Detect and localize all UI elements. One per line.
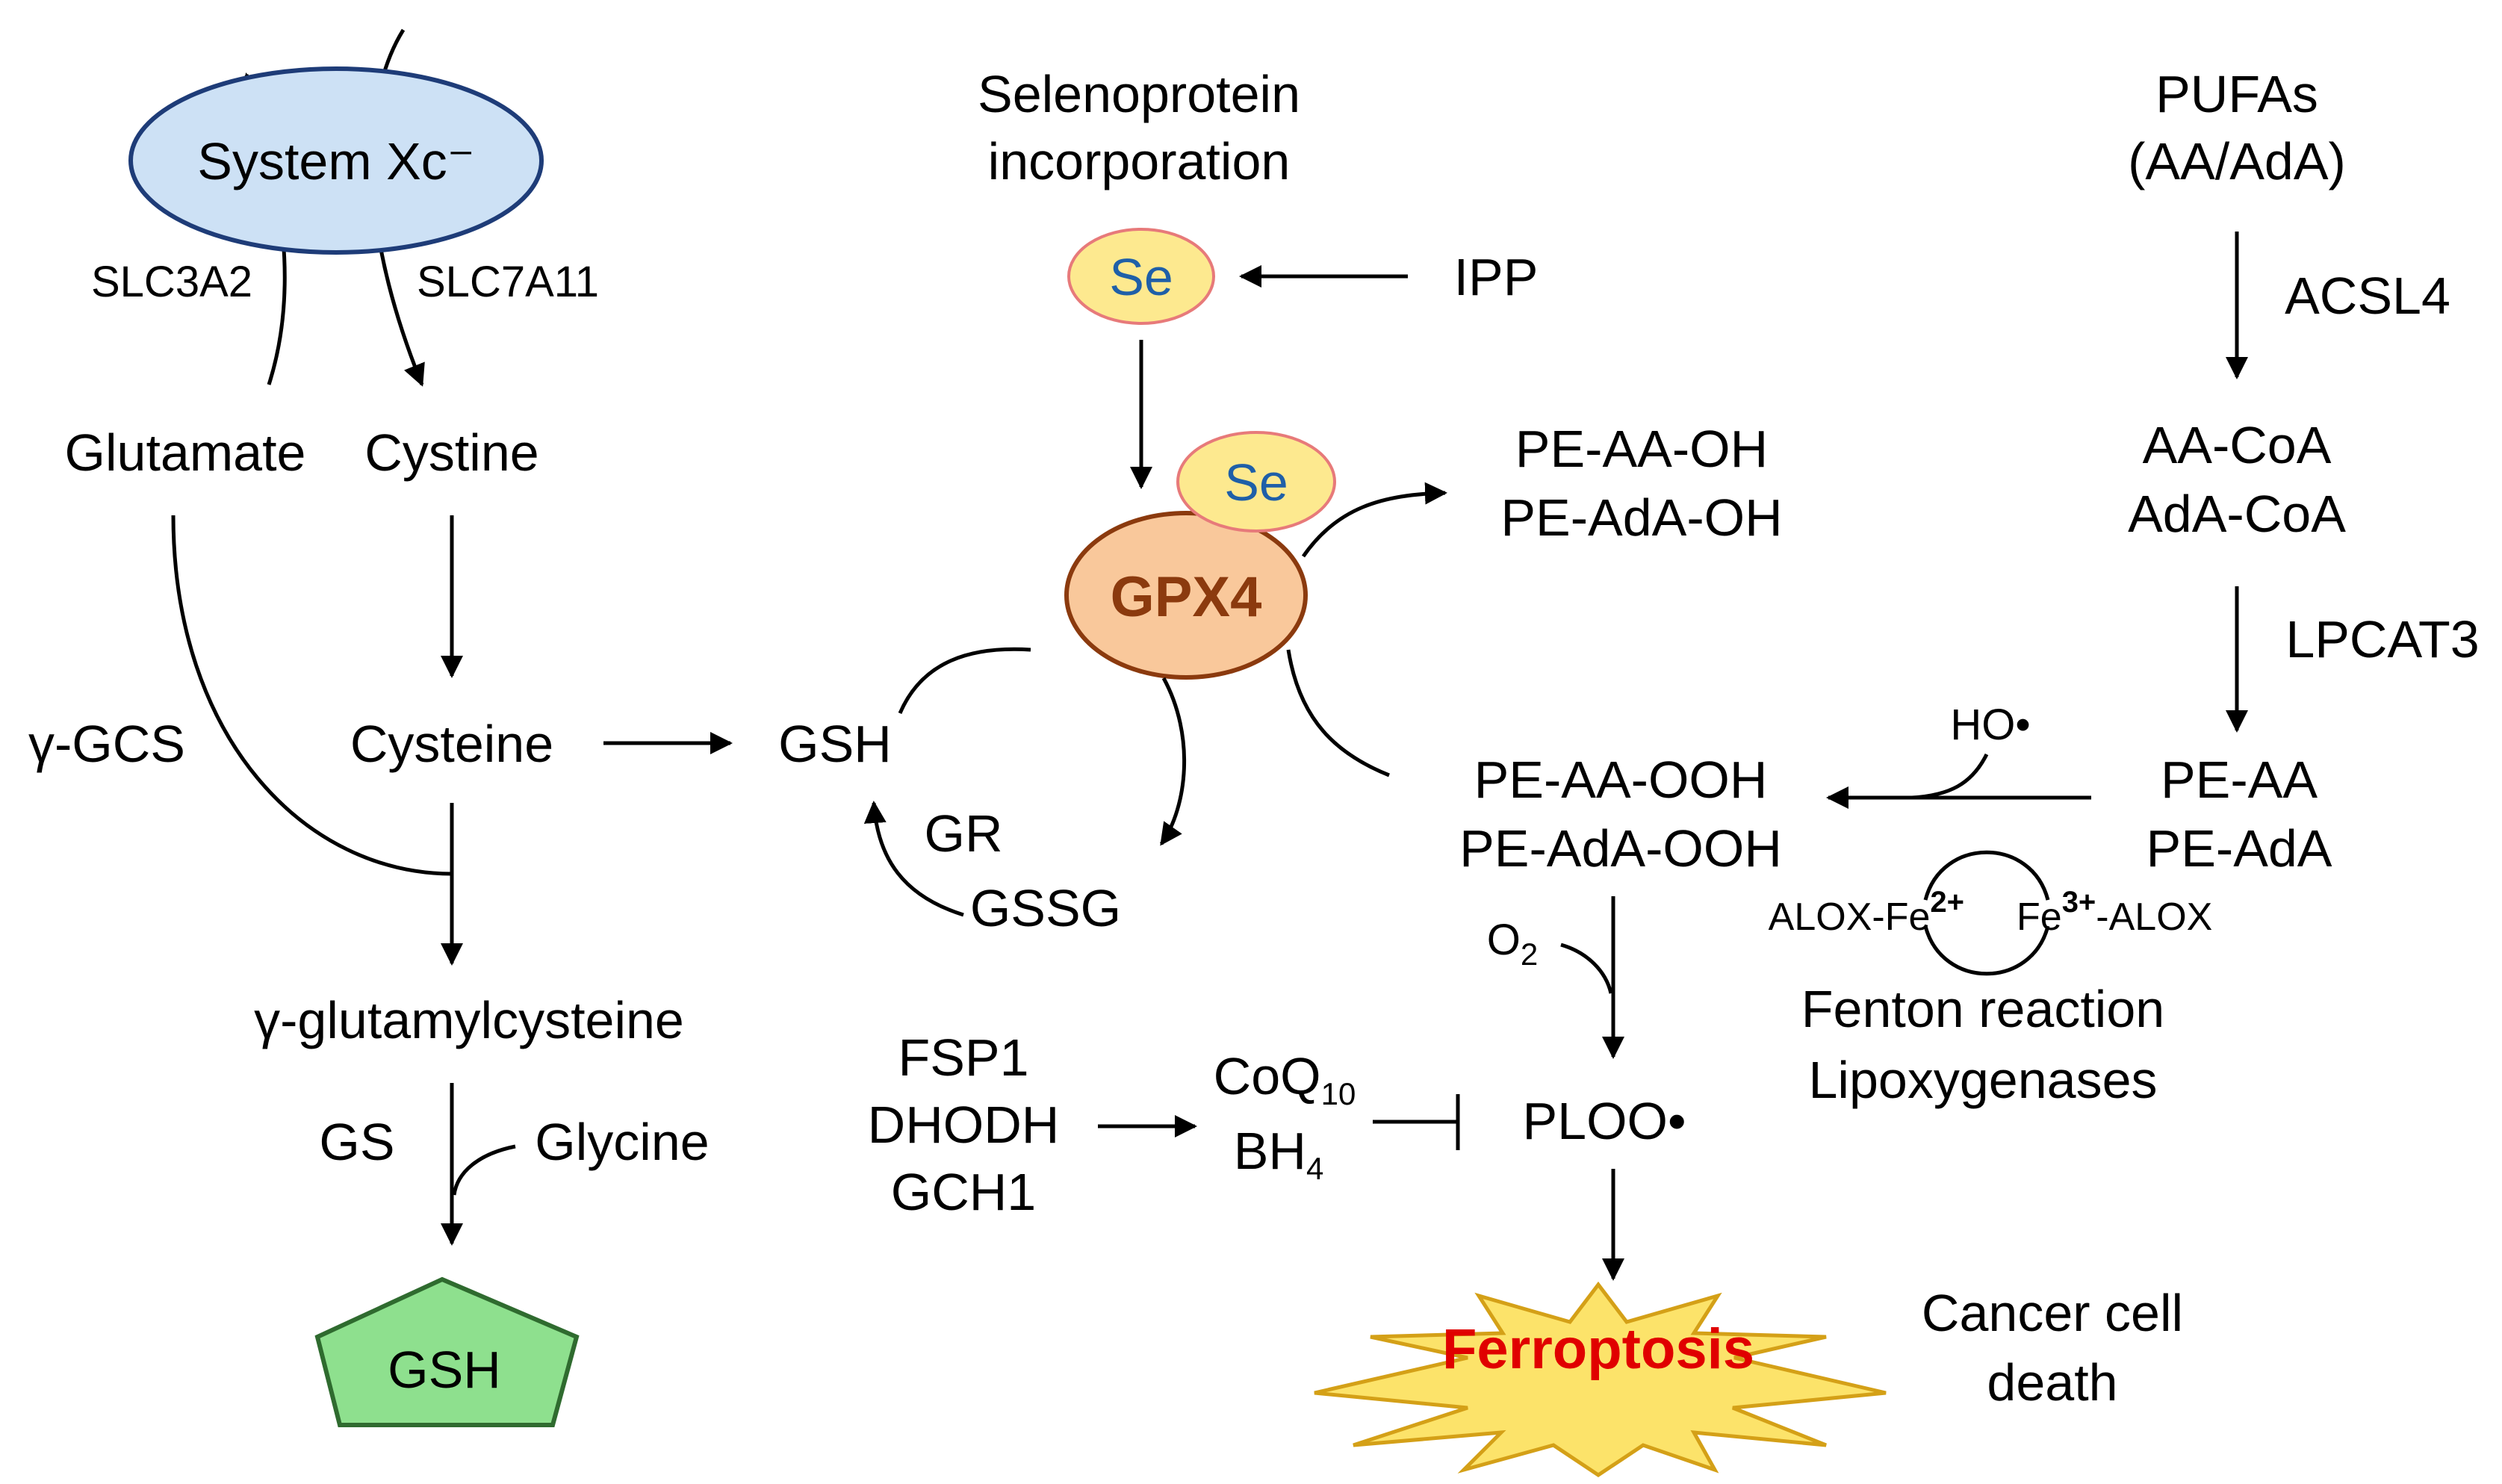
pufas-label: PUFAs	[2155, 65, 2318, 123]
pe-ada-label: PE-AdA	[2146, 819, 2332, 878]
se-bound-atom	[1176, 431, 1336, 533]
cystine-label: Cystine	[364, 423, 538, 482]
gs-label: GS	[319, 1113, 394, 1171]
dhodh-label: DHODH	[868, 1096, 1060, 1154]
o2-label: O2	[1487, 916, 1538, 972]
selenoprotein-label: Selenoprotein	[978, 65, 1300, 123]
o2-sub: 2	[1521, 937, 1538, 972]
ho-radical-label: HO•	[1950, 701, 2030, 749]
cysteine-label: Cysteine	[350, 715, 553, 773]
gpx4-label: GPX4	[1111, 565, 1262, 629]
pe-ooh-to-gpx4-curve	[1286, 649, 1390, 777]
pe-aa-label: PE-AA	[2161, 751, 2318, 809]
coq10-label: CoQ10	[1214, 1047, 1356, 1111]
glutamate-to-ligation-curve	[171, 515, 453, 876]
se-bound-label: Se	[1224, 453, 1288, 512]
pe-aa-oh-label: PE-AA-OH	[1515, 420, 1768, 478]
glycine-label: Glycine	[535, 1113, 709, 1171]
se-atom	[1067, 228, 1215, 325]
ploo-label: PLOO•	[1522, 1092, 1686, 1150]
alox-fe-prefix: ALOX-Fe	[1769, 895, 1931, 939]
fe3-suffix: -ALOX	[2096, 895, 2212, 939]
fe3-alox-label: Fe3+-ALOX	[2017, 886, 2212, 939]
o2-join-curve	[1560, 943, 1613, 994]
alox-cycle-upper-arc	[1923, 850, 2050, 901]
lipoxygenases-label: Lipoxygenases	[1809, 1051, 2158, 1109]
coq-base: CoQ	[1214, 1047, 1321, 1105]
o2-base: O	[1487, 916, 1521, 964]
gsh-product-label: GSH	[388, 1341, 501, 1399]
pufas-sub-label: (AA/AdA)	[2128, 132, 2346, 190]
gch1-label: GCH1	[891, 1163, 1036, 1221]
system-xc-label: System Xc⁻	[197, 132, 474, 190]
ho-radical-join-curve	[1911, 753, 1989, 800]
fe2-charge: 2+	[1930, 886, 1964, 919]
gssg-label: GSSG	[970, 879, 1121, 937]
gamma-glutamylcysteine-label: γ-glutamylcysteine	[254, 991, 684, 1049]
gsh-pentagon	[314, 1276, 580, 1427]
bh4-label: BH4	[1234, 1122, 1324, 1186]
gsh-label: GSH	[778, 715, 892, 773]
gr-label: GR	[925, 804, 1003, 863]
fsp1-label: FSP1	[898, 1028, 1028, 1087]
gsh-to-gpx4-curve	[898, 647, 1031, 714]
gpx4-enzyme	[1064, 511, 1308, 680]
coq-sub: 10	[1321, 1076, 1356, 1111]
ipp-label: IPP	[1454, 248, 1539, 306]
ada-coa-label: AdA-CoA	[2128, 485, 2346, 543]
slc3a2-label: SLC3A2	[91, 258, 252, 306]
pe-ada-oh-label: PE-AdA-OH	[1500, 488, 1782, 547]
slc7a11-label: SLC7A11	[417, 258, 599, 306]
bh-base: BH	[1234, 1122, 1306, 1180]
gamma-gcs-label: γ-GCS	[28, 715, 185, 773]
glycine-join-curve	[452, 1144, 516, 1196]
se-label: Se	[1109, 248, 1173, 306]
aa-coa-label: AA-CoA	[2143, 416, 2332, 474]
pe-aa-ooh-label: PE-AA-OOH	[1474, 751, 1768, 809]
gssg-to-gsh-arrow	[863, 801, 964, 917]
fe3-charge: 3+	[2062, 886, 2096, 919]
alox-fe2-label: ALOX-Fe2+	[1769, 886, 1964, 939]
lpcat3-label: LPCAT3	[2285, 610, 2479, 668]
death-label: death	[1987, 1353, 2117, 1412]
alox-cycle-lower-arc	[1923, 925, 2050, 976]
cancer-cell-label: Cancer cell	[1922, 1284, 2183, 1342]
ferroptosis-label: Ferroptosis	[1442, 1317, 1754, 1381]
pe-ada-ooh-label: PE-AdA-OOH	[1459, 819, 1782, 878]
bh-sub: 4	[1306, 1151, 1323, 1186]
system-xc-transporter	[128, 66, 544, 255]
ferroptosis-burst	[1314, 1281, 1887, 1478]
gpx4-to-gssg-arrow	[1159, 677, 1187, 846]
acsl4-label: ACSL4	[2285, 267, 2450, 325]
gpx4-to-pe-oh-arrow	[1301, 482, 1447, 558]
fenton-reaction-label: Fenton reaction	[1801, 980, 2164, 1038]
fe3-prefix: Fe	[2017, 895, 2062, 939]
incorporation-label: incorporation	[988, 132, 1291, 190]
glutamate-label: Glutamate	[65, 423, 306, 482]
